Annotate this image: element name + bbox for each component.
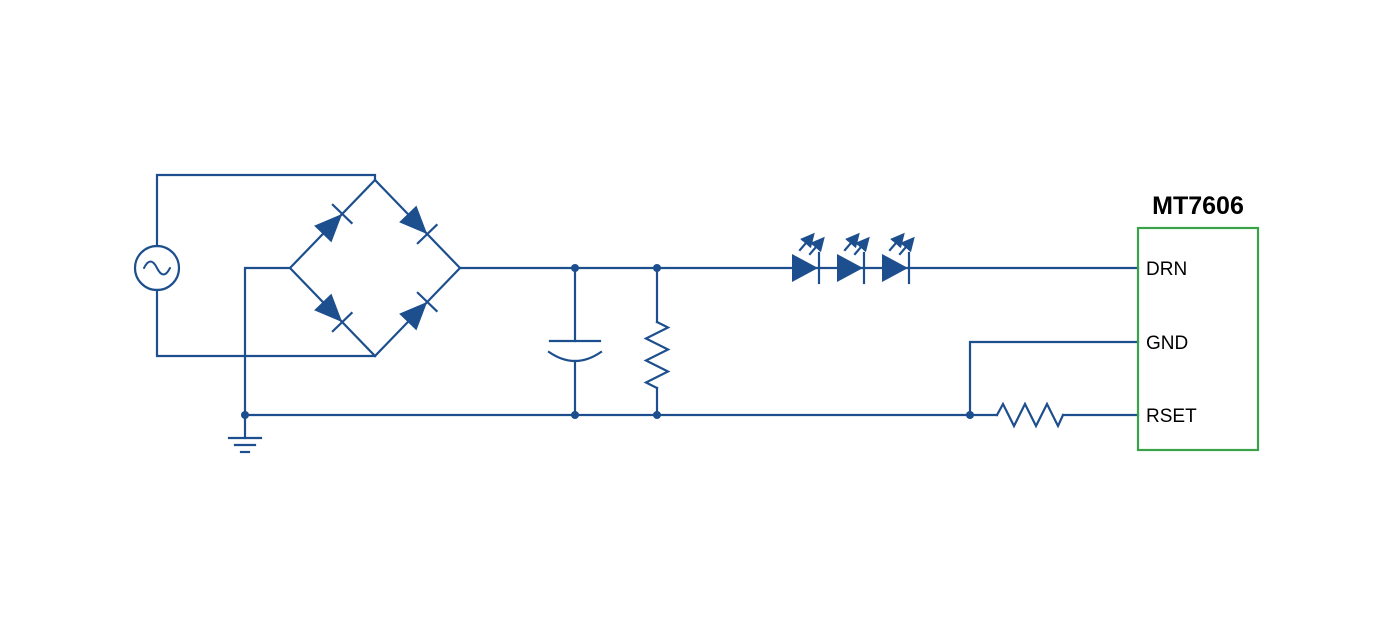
bridge-diode-bottom-right xyxy=(399,291,439,331)
led-emission-arrow-icon xyxy=(843,232,860,252)
pin-label-rset: RSET xyxy=(1146,406,1197,427)
bridge-diode-bottom-left xyxy=(314,293,354,333)
led-string xyxy=(792,232,915,285)
ac-source xyxy=(133,244,181,292)
pin-label-gnd: GND xyxy=(1146,333,1188,354)
led-3 xyxy=(882,232,915,285)
rset-resistor xyxy=(995,401,1065,429)
led-2 xyxy=(837,232,870,285)
earth-ground-icon xyxy=(227,413,263,454)
bridge-diamond xyxy=(288,178,462,358)
smoothing-capacitor xyxy=(547,339,603,363)
led-emission-arrow-icon xyxy=(808,236,825,256)
wire-ac-top xyxy=(155,173,377,248)
ic-title: MT7606 xyxy=(1152,192,1244,220)
sine-wave-icon xyxy=(143,260,171,276)
shunt-resistor xyxy=(643,320,671,390)
bridge-rectifier xyxy=(288,178,462,358)
led-emission-arrow-icon xyxy=(798,232,815,252)
bridge-diode-top-right xyxy=(399,205,439,245)
wire-ac-bottom xyxy=(155,288,377,358)
wire-bridge-neg-to-ground xyxy=(243,266,292,417)
led-emission-arrow-icon xyxy=(853,236,870,256)
ic-outline xyxy=(1136,226,1260,452)
led-emission-arrow-icon xyxy=(898,236,915,256)
ic-mt7606: MT7606 DRN GND RSET xyxy=(1136,192,1260,452)
bridge-diode-top-left xyxy=(314,203,354,243)
led-emission-arrow-icon xyxy=(888,232,905,252)
wire-gnd-pin xyxy=(968,340,1140,417)
wires xyxy=(155,173,1140,417)
led-1 xyxy=(792,232,825,285)
pin-label-drn: DRN xyxy=(1146,259,1187,280)
junction-dots xyxy=(241,264,974,419)
